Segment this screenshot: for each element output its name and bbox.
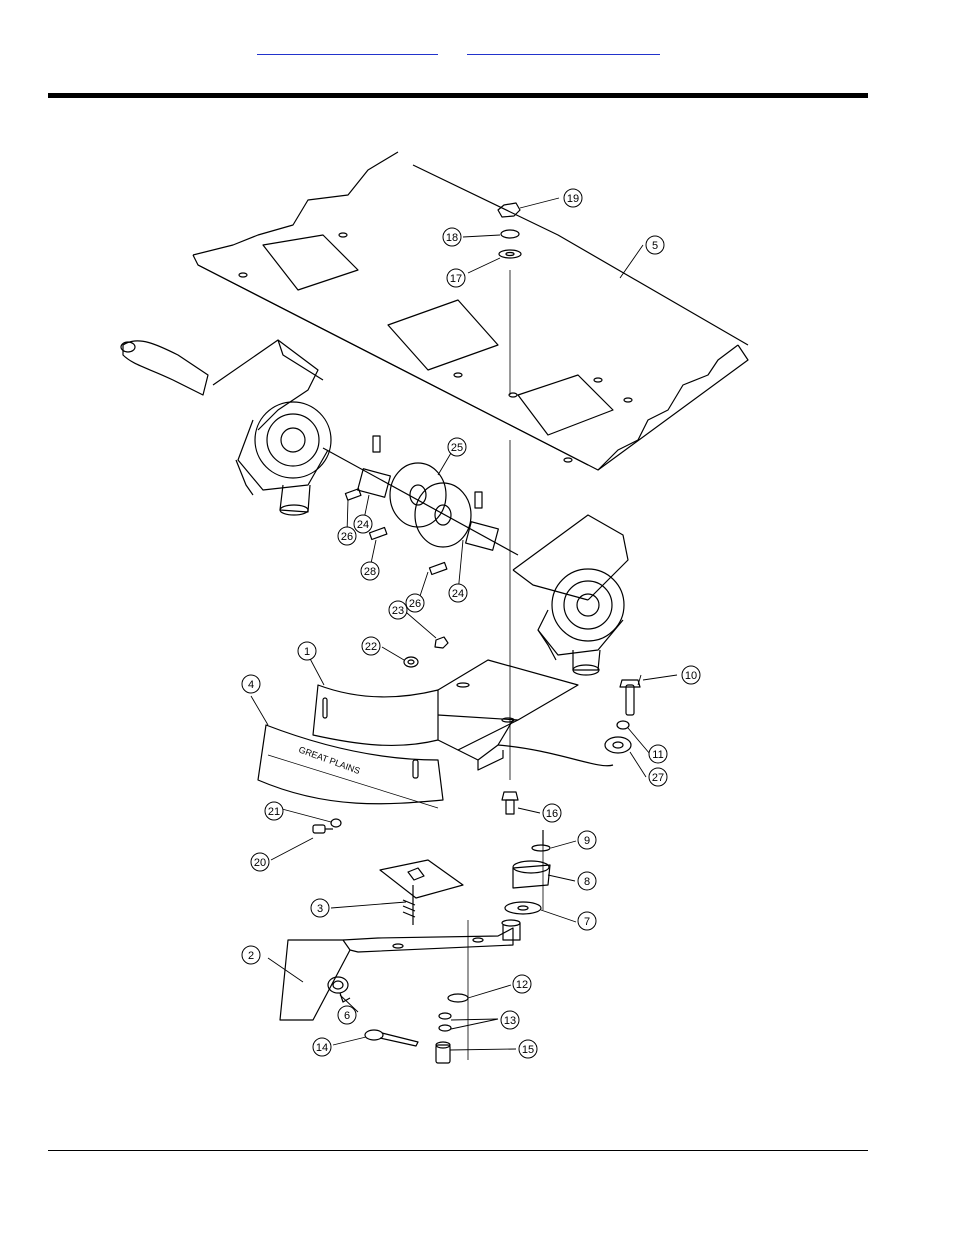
callout-number: 11 bbox=[652, 749, 663, 761]
callout-number: 21 bbox=[268, 806, 280, 818]
right-meter-housing bbox=[513, 515, 628, 675]
callout-number: 2 bbox=[248, 950, 254, 962]
callout-21: 21 bbox=[265, 802, 283, 820]
callout-number: 13 bbox=[504, 1015, 516, 1027]
callout-10: 10 bbox=[682, 666, 700, 684]
callout-22: 22 bbox=[362, 637, 380, 655]
callout-number: 4 bbox=[248, 679, 254, 691]
callout-number: 3 bbox=[317, 903, 323, 915]
callout-24: 24 bbox=[449, 584, 467, 602]
callout-4: 4 bbox=[242, 675, 260, 693]
callout-number: 26 bbox=[341, 531, 353, 543]
callout-number: 16 bbox=[546, 808, 558, 820]
callout-13: 13 bbox=[501, 1011, 519, 1029]
callout-15: 15 bbox=[519, 1040, 537, 1058]
shaft-assembly bbox=[323, 436, 518, 574]
callout-number: 8 bbox=[584, 876, 590, 888]
callout-number: 18 bbox=[446, 232, 458, 244]
callout-1: 1 bbox=[298, 642, 316, 660]
callout-number: 20 bbox=[254, 857, 266, 869]
callout-number: 19 bbox=[567, 193, 579, 205]
leader-lines bbox=[251, 198, 677, 1050]
callout-25: 25 bbox=[448, 438, 466, 456]
callout-number: 7 bbox=[584, 916, 590, 928]
pin-15 bbox=[436, 1042, 450, 1063]
callout-number: 27 bbox=[652, 772, 664, 784]
callout-16: 16 bbox=[543, 804, 561, 822]
header-link-1[interactable] bbox=[257, 38, 438, 55]
callout-number: 14 bbox=[316, 1042, 328, 1054]
callout-3: 3 bbox=[311, 899, 329, 917]
callout-number: 9 bbox=[584, 835, 590, 847]
cotter-pin bbox=[365, 1030, 418, 1046]
nut-and-washer bbox=[404, 637, 448, 667]
adjustment-lever bbox=[280, 920, 520, 1020]
knob-6 bbox=[328, 977, 350, 1002]
callout-18: 18 bbox=[443, 228, 461, 246]
callout-12: 12 bbox=[513, 975, 531, 993]
callout-26: 26 bbox=[338, 527, 356, 545]
callout-number: 6 bbox=[344, 1010, 350, 1022]
callout-23: 23 bbox=[389, 601, 407, 619]
callout-9: 9 bbox=[578, 831, 596, 849]
callout-28: 28 bbox=[361, 562, 379, 580]
callout-20: 20 bbox=[251, 853, 269, 871]
callout-number: 17 bbox=[450, 273, 462, 285]
callout-8: 8 bbox=[578, 872, 596, 890]
callout-number: 12 bbox=[516, 979, 528, 991]
callout-number: 28 bbox=[364, 566, 376, 578]
callout-27: 27 bbox=[649, 768, 667, 786]
footer-rule bbox=[48, 1150, 868, 1151]
mounting-bracket bbox=[313, 660, 578, 770]
callout-number: 25 bbox=[451, 442, 463, 454]
header-link-2[interactable] bbox=[467, 38, 660, 55]
callout-number: 5 bbox=[652, 240, 658, 252]
hopper-frame bbox=[193, 152, 748, 470]
callout-number: 23 bbox=[392, 605, 404, 617]
callout-number: 10 bbox=[685, 670, 697, 682]
callout-19: 19 bbox=[564, 189, 582, 207]
callout-number: 15 bbox=[522, 1044, 534, 1056]
decal-brand-text: GREAT PLAINS bbox=[297, 744, 361, 776]
callout-11: 11 bbox=[649, 745, 667, 763]
callout-26: 26 bbox=[406, 594, 424, 612]
lower-washers bbox=[439, 994, 468, 1031]
callout-5: 5 bbox=[646, 236, 664, 254]
callout-number: 26 bbox=[409, 598, 421, 610]
bolt-16 bbox=[502, 792, 518, 814]
callout-number: 24 bbox=[357, 519, 369, 531]
header-rule bbox=[48, 93, 868, 98]
callout-17: 17 bbox=[447, 269, 465, 287]
callout-number: 22 bbox=[365, 641, 377, 653]
callout-7: 7 bbox=[578, 912, 596, 930]
callout-14: 14 bbox=[313, 1038, 331, 1056]
callout-6: 6 bbox=[338, 1006, 356, 1024]
callout-24: 24 bbox=[354, 515, 372, 533]
adjust-plate bbox=[380, 860, 463, 925]
callout-number: 1 bbox=[304, 646, 310, 658]
left-meter-housing bbox=[121, 340, 331, 515]
callout-2: 2 bbox=[242, 946, 260, 964]
callout-number: 24 bbox=[452, 588, 464, 600]
bolt-washers bbox=[498, 680, 640, 766]
